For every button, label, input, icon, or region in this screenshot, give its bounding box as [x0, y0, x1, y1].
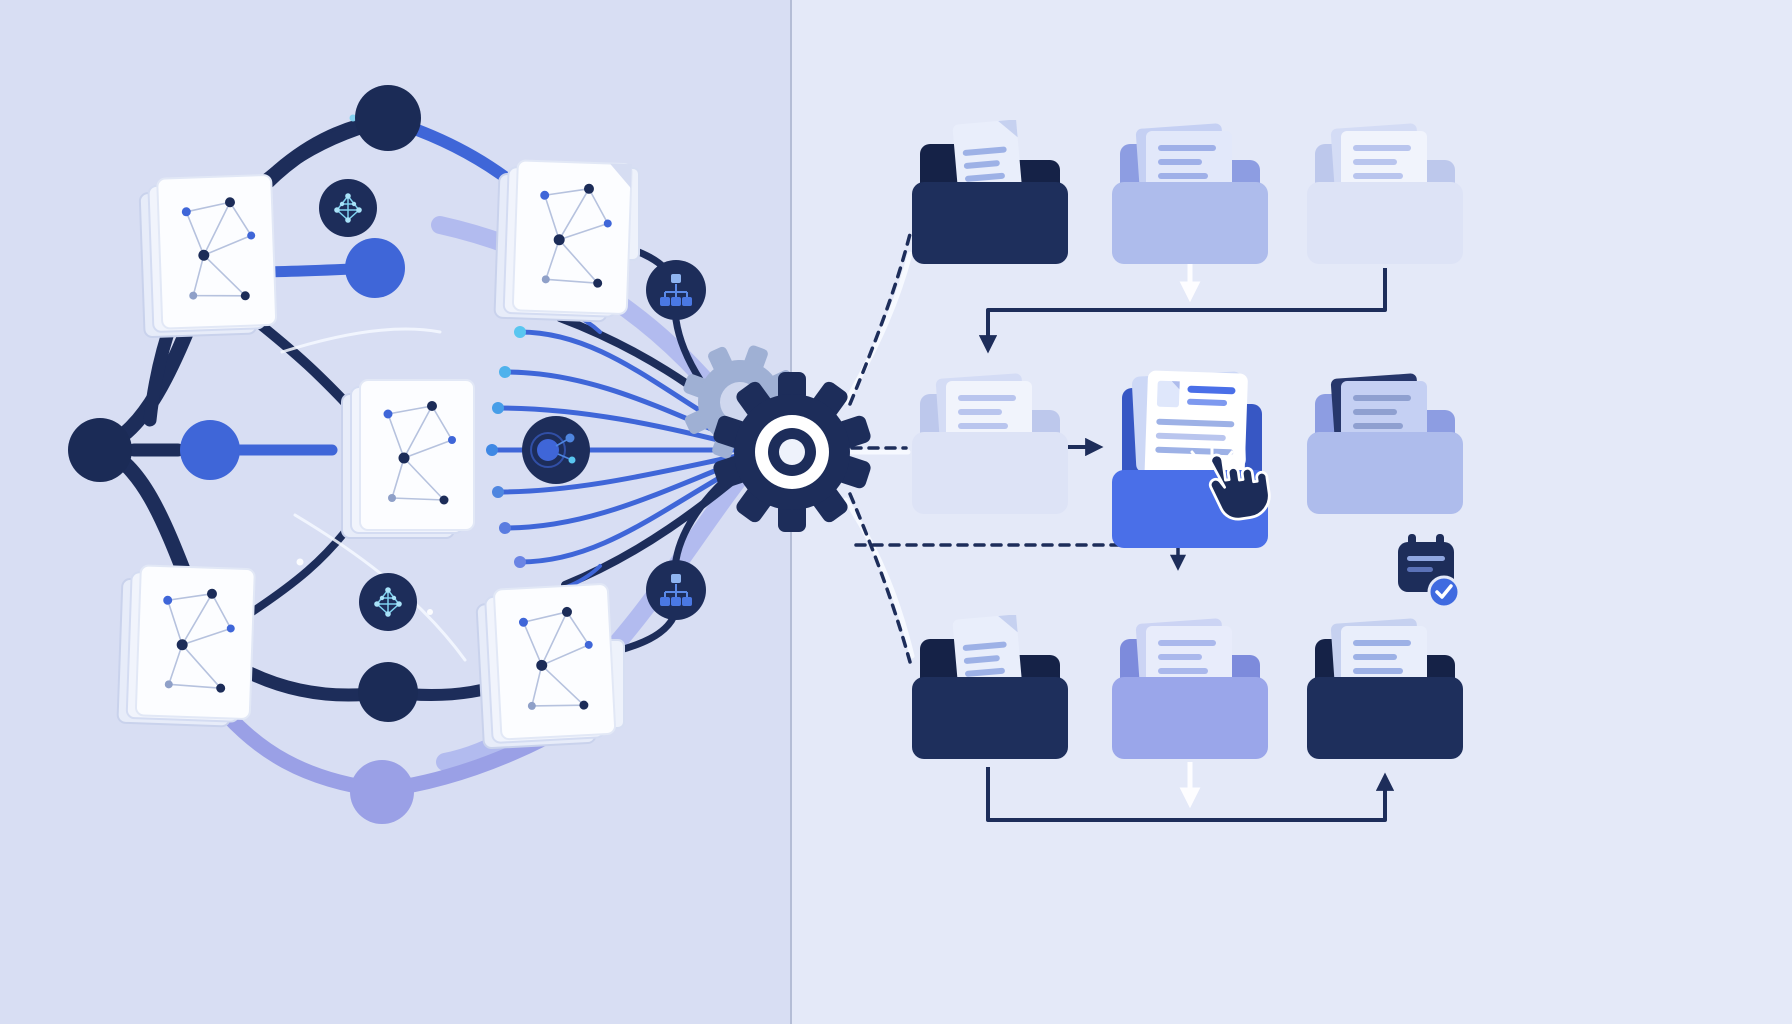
doc-center [341, 379, 475, 539]
neural-network-icon [358, 572, 418, 632]
folder-r2c2 [1112, 370, 1271, 548]
doc-bottom-left [116, 563, 256, 729]
hand-cursor-icon [1208, 453, 1271, 521]
node-left [68, 418, 132, 482]
doc-top-left [138, 173, 278, 339]
node-blue-mid [180, 420, 240, 480]
doc-top-right [493, 158, 633, 324]
solid-connectors [978, 268, 1395, 822]
doc-corner-fold [609, 163, 632, 189]
right-workflow-panel [843, 120, 1463, 822]
node-lavender-bottom [350, 760, 414, 824]
org-chart-icon [645, 559, 707, 621]
node-bottom [358, 662, 418, 722]
left-network-panel [68, 85, 752, 824]
org-chart-icon [645, 259, 707, 321]
calendar-check-icon [1398, 534, 1461, 609]
neural-network-icon [318, 178, 378, 238]
doc-bottom-right [474, 582, 617, 750]
node-graph-icon [522, 416, 590, 484]
node-top [355, 85, 421, 151]
node-blue-upper [345, 238, 405, 298]
gear-white-rays [843, 251, 915, 659]
gear-icon [713, 372, 871, 532]
